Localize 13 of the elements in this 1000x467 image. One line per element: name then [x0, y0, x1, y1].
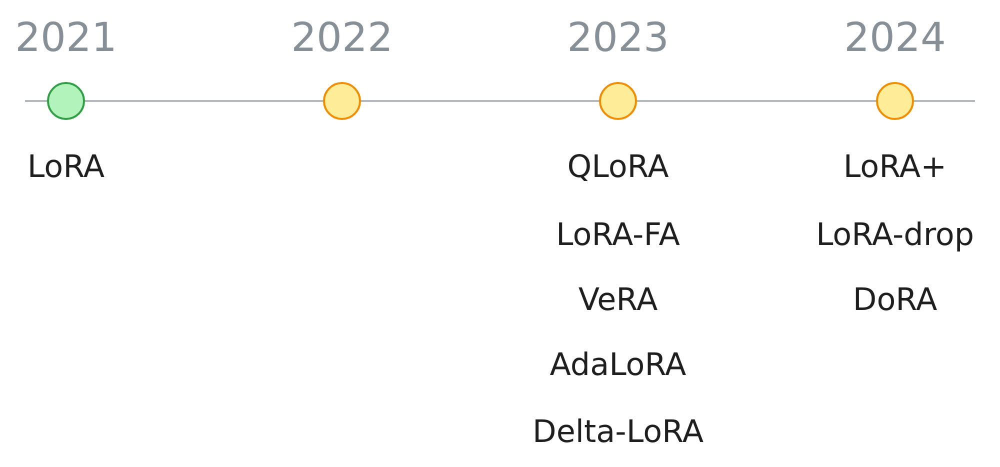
year-label: 2024	[843, 14, 947, 62]
method-label: Delta-LoRA	[531, 413, 705, 452]
method-label: LoRA-drop	[814, 216, 976, 255]
year-label: 2023	[566, 14, 670, 62]
year-label: 2021	[14, 14, 118, 62]
year-label: 2022	[290, 14, 394, 62]
method-label: DoRA	[852, 281, 938, 320]
method-label: VeRA	[577, 281, 659, 320]
method-label: QLoRA	[566, 148, 670, 187]
method-label: LoRA-FA	[555, 216, 681, 255]
method-label: AdaLoRA	[548, 346, 688, 385]
method-label: LoRA+	[842, 148, 948, 187]
method-label: LoRA	[26, 148, 106, 187]
